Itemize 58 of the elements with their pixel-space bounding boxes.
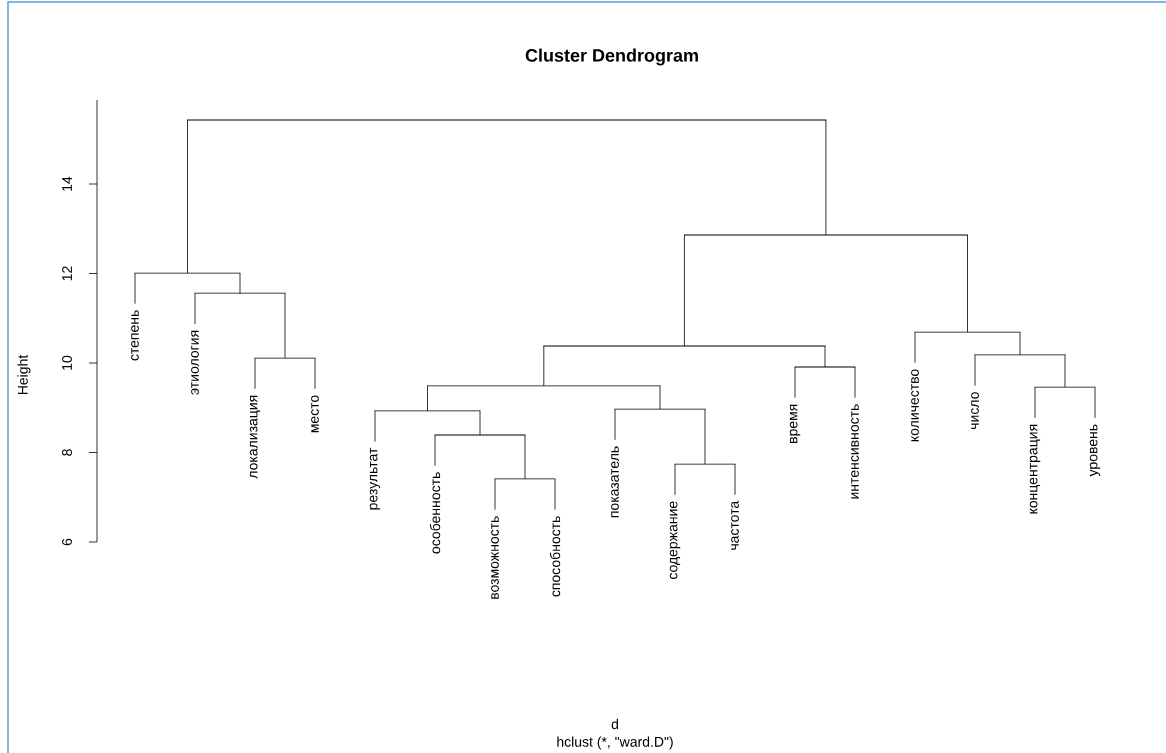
leaf-label: концентрация	[1029, 424, 1041, 514]
leaf-label: частота	[731, 500, 739, 550]
dendrogram-branch	[734, 463, 736, 496]
dendrogram-branch	[967, 234, 968, 333]
leaf-label: результат	[369, 447, 381, 510]
leaf-label: особенность	[429, 472, 441, 554]
dendrogram-branch	[914, 331, 916, 364]
dendrogram-branch	[1034, 386, 1036, 419]
dendrogram-branch	[1094, 386, 1096, 419]
dendrogram-branch	[704, 408, 706, 465]
dendrogram-branch	[187, 119, 188, 274]
dendrogram-branch	[434, 434, 436, 467]
dendrogram-branch	[239, 272, 241, 294]
tick-label: 10	[62, 355, 72, 370]
dendrogram-branch	[854, 366, 856, 399]
dendrogram-branch	[1064, 354, 1066, 388]
dendrogram-branch	[374, 410, 376, 442]
dendrogram-branch	[194, 292, 196, 325]
method-note: hclust (*, "ward.D")	[557, 736, 673, 750]
leaf-label: этиология	[191, 330, 199, 395]
leaf-label: число	[971, 392, 979, 429]
dendrogram-branch	[684, 234, 685, 347]
leaf-label: способность	[549, 516, 561, 597]
axis-title: Height	[17, 354, 31, 395]
dendrogram-branch	[284, 292, 286, 359]
dendrogram-branch	[134, 272, 136, 305]
dendrogram-branch	[479, 410, 481, 436]
leaf-label: количество	[911, 369, 919, 442]
leaf-label: уровень	[1089, 424, 1101, 477]
tick-label: 12	[62, 266, 72, 281]
dendrogram-branch	[825, 119, 827, 236]
dendrogram-branch	[659, 385, 661, 410]
x-axis-title: d	[611, 718, 618, 730]
leaf-label: степень	[131, 310, 139, 361]
leaf-label: место	[311, 395, 319, 433]
chart-title: Cluster Dendrogram	[525, 48, 698, 66]
leaf-label: время	[789, 404, 801, 443]
dendrogram-branch	[1019, 331, 1021, 356]
dendrogram-branch	[543, 345, 545, 387]
leaf-label: локализация	[249, 395, 261, 479]
dendrogram-branch	[974, 354, 976, 386]
tick-label: 6	[62, 538, 72, 546]
dendrogram-branch	[614, 408, 616, 441]
dendrogram-branch	[427, 385, 428, 412]
tick-label: 8	[62, 449, 72, 456]
dendrogram-branch	[554, 478, 556, 510]
dendrogram-branch	[314, 357, 316, 390]
leaf-label: возможность	[491, 516, 499, 599]
leaf-label: показатель	[611, 446, 619, 518]
leaf-label: содержание	[669, 501, 681, 580]
dendrogram-branch	[674, 463, 676, 496]
leaf-label: интенсивность	[851, 404, 859, 499]
dendrogram-branch	[254, 357, 256, 390]
dendrogram-branch	[524, 434, 526, 480]
dendrogram-branch	[824, 345, 826, 368]
dendrogram-branch	[494, 478, 496, 510]
dendrogram-branch	[794, 366, 796, 399]
tick-label: 14	[62, 176, 72, 191]
